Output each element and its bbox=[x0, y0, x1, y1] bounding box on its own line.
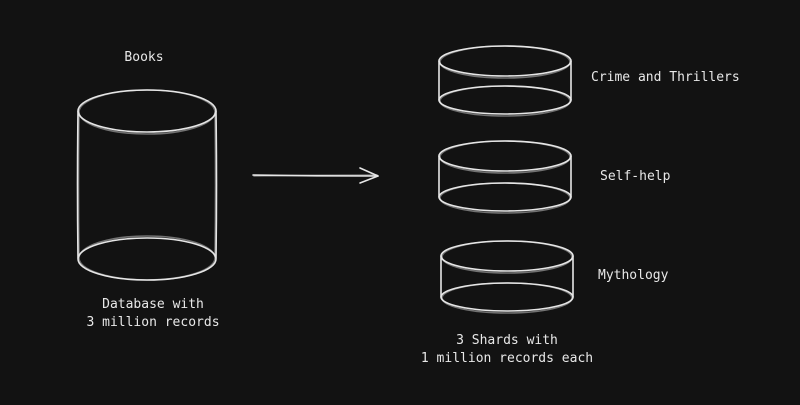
shard-cylinder-2 bbox=[438, 140, 572, 214]
shard-label-2: Self-help bbox=[600, 169, 671, 184]
shards-caption-line-2: 1 million records each bbox=[420, 351, 594, 366]
database-cylinder-left-side bbox=[76, 110, 79, 259]
shard-label-3: Mythology bbox=[598, 268, 669, 283]
database-cylinder-right-side bbox=[215, 110, 218, 259]
arrow-icon bbox=[252, 167, 379, 184]
database-caption-line-1: Database with bbox=[102, 297, 204, 312]
shard-cylinder-1 bbox=[438, 45, 572, 117]
database-caption-line-2: 3 million records bbox=[86, 315, 220, 330]
shards-caption-line-1: 3 Shards with bbox=[456, 333, 558, 348]
database-cylinder bbox=[76, 89, 218, 281]
shards-caption: 3 Shards with 1 million records each bbox=[421, 332, 593, 368]
database-caption: Database with 3 million records bbox=[86, 296, 219, 332]
database-title: Books bbox=[124, 50, 164, 65]
shard-cylinder-3 bbox=[440, 240, 574, 314]
database-cylinder-bottom bbox=[77, 237, 217, 281]
shard-label-1: Crime and Thrillers bbox=[591, 70, 740, 85]
